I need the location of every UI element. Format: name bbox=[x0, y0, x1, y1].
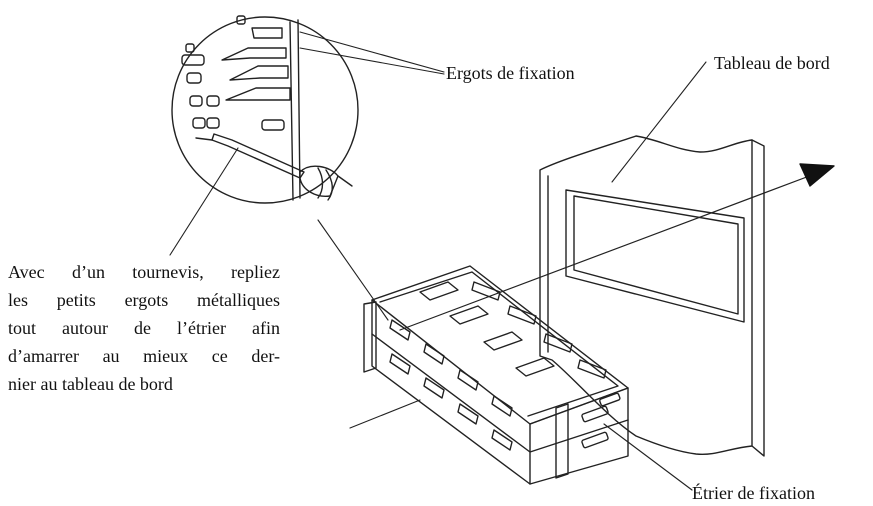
leader-instructions bbox=[169, 147, 239, 256]
instruction-text: Avec d’un tournevis, repliez les petits … bbox=[8, 258, 280, 398]
leader-front-slot bbox=[349, 399, 421, 429]
label-tableau-de-bord: Tableau de bord bbox=[714, 53, 830, 73]
zoom-circle bbox=[171, 15, 359, 204]
label-ergots-de-fixation: Ergots de fixation bbox=[446, 63, 575, 83]
label-etrier-de-fixation: Étrier de fixation bbox=[692, 483, 815, 503]
leader-etrier bbox=[603, 423, 693, 491]
leader-ergots-lower bbox=[299, 47, 445, 75]
leader-tableau bbox=[611, 61, 707, 183]
leader-ergots-upper bbox=[299, 31, 445, 73]
instruction-line: les petits ergots métalliques bbox=[8, 290, 280, 310]
instruction-line: tout autour de l’étrier afin bbox=[8, 318, 280, 338]
instruction-line: nier au tableau de bord bbox=[8, 374, 173, 394]
mounting-cage bbox=[363, 265, 629, 485]
instruction-line: d’amarrer au mieux ce der- bbox=[8, 346, 280, 366]
dashboard-frame bbox=[539, 135, 765, 457]
instruction-line: Avec d’un tournevis, repliez bbox=[8, 262, 280, 282]
insertion-arrow bbox=[399, 163, 835, 331]
